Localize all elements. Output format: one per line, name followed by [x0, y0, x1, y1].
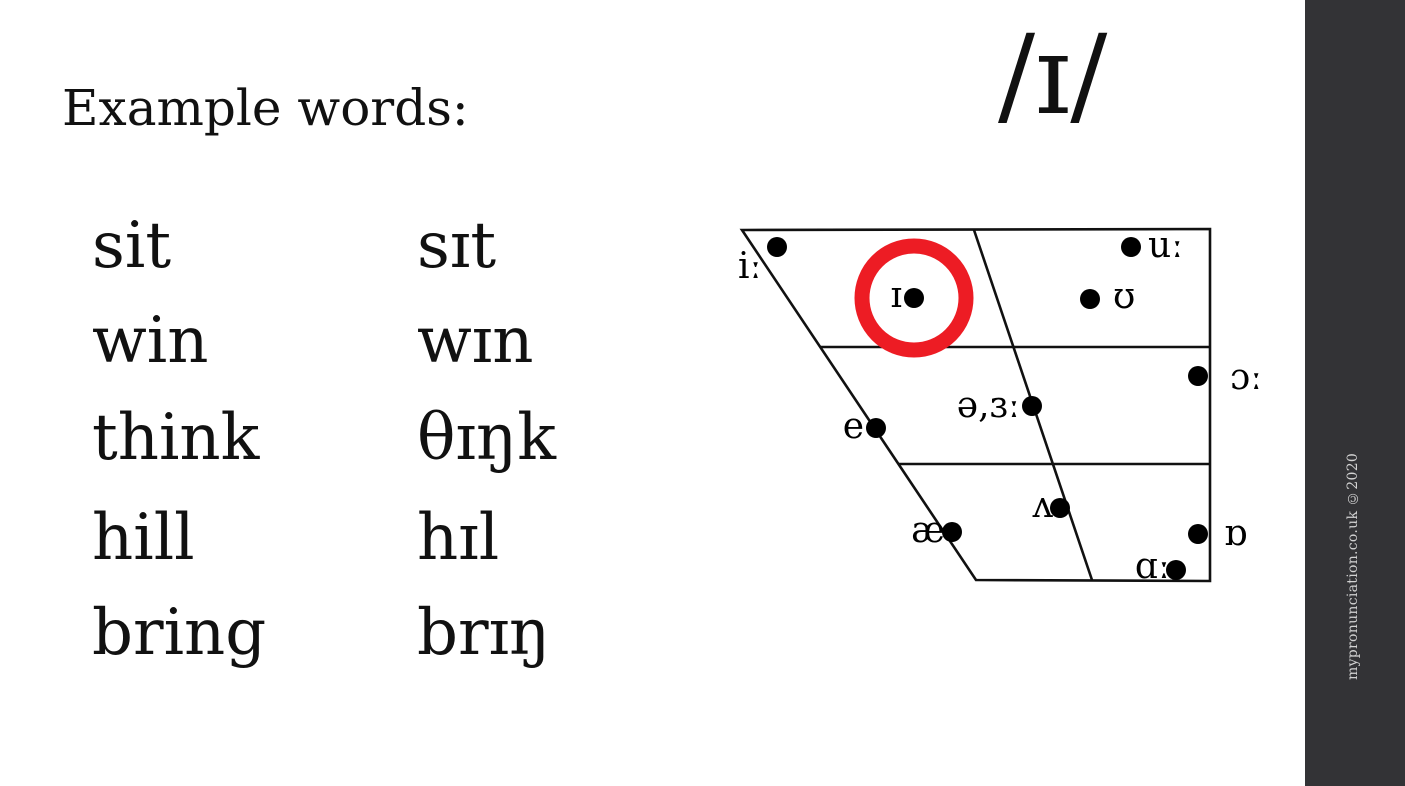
vowel-label: ɔː — [1230, 357, 1262, 398]
word-row: think θɪŋk — [0, 406, 700, 486]
vowel-label: ə,ɜː — [957, 385, 1020, 426]
vowel-label: uː — [1148, 225, 1183, 266]
word-row: hill hɪl — [0, 506, 700, 586]
vowel-dot — [1121, 237, 1141, 257]
vowel-layer: iː ɪ uː ʊ ɔː ə,ɜː e ʌ æ ɒ ɑː — [738, 225, 1262, 587]
vowel-dot — [767, 237, 787, 257]
vowel-dot — [1080, 289, 1100, 309]
ipa-transcription: sɪt — [417, 209, 497, 283]
vowel-dot — [1166, 560, 1186, 580]
vowel-label: ʊ — [1113, 276, 1135, 317]
vowel-dot — [866, 418, 886, 438]
vowel-dot — [1022, 396, 1042, 416]
word-text: sit — [92, 209, 172, 283]
vowel-label: æ — [911, 510, 945, 551]
ipa-transcription: brɪŋ — [417, 596, 551, 670]
vowel-label: e — [843, 406, 864, 447]
ipa-transcription: wɪn — [417, 304, 534, 378]
word-text: bring — [92, 596, 267, 670]
vowel-chart: iː ɪ uː ʊ ɔː ə,ɜː e ʌ æ ɒ ɑː — [738, 225, 1262, 587]
vowel-label: ɑː — [1135, 546, 1170, 587]
watermark-sidebar: mypronunciation.co.uk ©2020 — [1305, 0, 1405, 786]
vowel-label: ʌ — [1032, 485, 1054, 526]
vowel-dot — [942, 522, 962, 542]
vowel-label: iː — [738, 246, 762, 287]
word-row: sit sɪt — [0, 214, 700, 294]
word-text: think — [92, 401, 260, 475]
phoneme-title: /ɪ/ — [998, 11, 1108, 139]
word-row: win wɪn — [0, 309, 700, 389]
vowel-dot — [1188, 366, 1208, 386]
vowel-label: ɪ — [890, 275, 902, 316]
watermark-text: mypronunciation.co.uk ©2020 — [1345, 452, 1361, 680]
ipa-transcription: hɪl — [417, 501, 500, 575]
highlight-ring — [854, 238, 974, 358]
vowel-label: ɒ — [1224, 513, 1247, 554]
ipa-transcription: θɪŋk — [417, 401, 556, 475]
word-row: bring brɪŋ — [0, 601, 700, 681]
vowel-dot — [1050, 498, 1070, 518]
vowel-dot — [904, 288, 924, 308]
page-title: Example words: — [62, 79, 469, 137]
word-text: hill — [92, 501, 195, 575]
word-text: win — [92, 304, 209, 378]
vowel-dot — [1188, 524, 1208, 544]
